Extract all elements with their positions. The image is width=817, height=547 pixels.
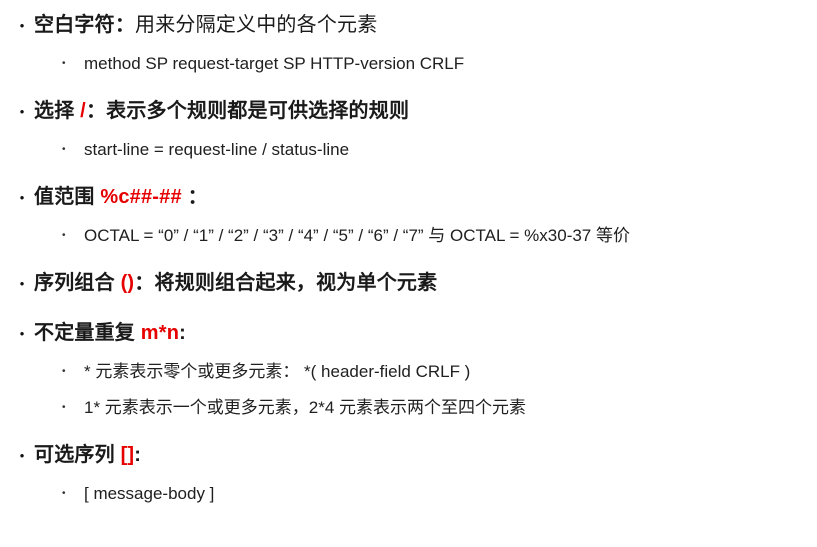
- item-title-row: • 不定量重复 m*n:: [10, 318, 811, 349]
- sub-text: method SP request-target SP HTTP-version…: [84, 54, 465, 73]
- term-label: 选择: [34, 100, 81, 122]
- sub-text: [ message-body ]: [84, 484, 215, 503]
- item-title: 空白字符：用来分隔定义中的各个元素: [34, 10, 377, 41]
- colon-text: ：: [181, 186, 208, 208]
- bullet-icon: •: [62, 366, 66, 377]
- bullet-icon: •: [62, 144, 66, 155]
- item-title: 可选序列 []:: [34, 440, 141, 471]
- bullet-icon: •: [62, 230, 66, 241]
- item-optional-sequence: • 可选序列 []: • [ message-body ]: [10, 440, 811, 507]
- sub-text: 1* 元素表示一个或更多元素，2*4 元素表示两个至四个元素: [84, 398, 527, 417]
- item-title: 选择 /：表示多个规则都是可供选择的规则: [34, 96, 409, 127]
- item-sequence-group: • 序列组合 ()：将规则组合起来，视为单个元素: [10, 268, 811, 299]
- colon-text: :: [134, 444, 142, 466]
- sub-list-item: • method SP request-target SP HTTP-versi…: [10, 50, 811, 77]
- term-label: 序列组合: [34, 272, 121, 294]
- syntax-symbol: %c##-##: [100, 186, 182, 208]
- bullet-icon: •: [19, 190, 25, 205]
- sub-list-item: • 1* 元素表示一个或更多元素，2*4 元素表示两个至四个元素: [10, 394, 811, 421]
- item-repetition: • 不定量重复 m*n: • * 元素表示零个或更多元素： *( header-…: [10, 318, 811, 421]
- bullet-icon: •: [62, 58, 66, 69]
- item-alternatives: • 选择 /：表示多个规则都是可供选择的规则 • start-line = re…: [10, 96, 811, 163]
- term-label: 空白字符: [34, 14, 115, 36]
- item-title-row: • 值范围 %c##-## ：: [10, 182, 811, 213]
- sub-text: start-line = request-line / status-line: [84, 140, 350, 159]
- syntax-symbol: /: [80, 100, 86, 122]
- bullet-icon: •: [62, 488, 66, 499]
- item-title: 值范围 %c##-## ：: [34, 182, 208, 213]
- term-desc: 表示多个规则都是可供选择的规则: [106, 100, 410, 122]
- colon-text: :: [179, 322, 187, 344]
- colon-text: ：: [114, 14, 136, 36]
- item-title-row: • 空白字符：用来分隔定义中的各个元素: [10, 10, 811, 41]
- colon-text: ：: [85, 100, 107, 122]
- bullet-list: • 空白字符：用来分隔定义中的各个元素 • method SP request-…: [10, 10, 811, 507]
- item-title-row: • 可选序列 []:: [10, 440, 811, 471]
- bullet-icon: •: [19, 448, 25, 463]
- item-title-row: • 序列组合 ()：将规则组合起来，视为单个元素: [10, 268, 811, 299]
- sub-list-item: • OCTAL = “0” / “1” / “2” / “3” / “4” / …: [10, 222, 811, 249]
- bullet-icon: •: [62, 402, 66, 413]
- item-value-range: • 值范围 %c##-## ： • OCTAL = “0” / “1” / “2…: [10, 182, 811, 249]
- syntax-symbol: []: [120, 444, 135, 466]
- term-label: 可选序列: [34, 444, 121, 466]
- sub-list-item: • [ message-body ]: [10, 480, 811, 507]
- item-title: 不定量重复 m*n:: [34, 318, 186, 349]
- bullet-icon: •: [19, 104, 25, 119]
- colon-text: ：: [134, 272, 155, 294]
- sub-list-item: • start-line = request-line / status-lin…: [10, 136, 811, 163]
- item-title-row: • 选择 /：表示多个规则都是可供选择的规则: [10, 96, 811, 127]
- item-whitespace: • 空白字符：用来分隔定义中的各个元素 • method SP request-…: [10, 10, 811, 77]
- term-desc: 用来分隔定义中的各个元素: [135, 14, 378, 36]
- bullet-icon: •: [19, 326, 25, 341]
- term-label: 不定量重复: [34, 322, 141, 344]
- syntax-symbol: m*n: [140, 322, 180, 344]
- bullet-icon: •: [19, 276, 25, 291]
- bullet-icon: •: [19, 18, 25, 33]
- term-label: 值范围: [34, 186, 101, 208]
- item-title: 序列组合 ()：将规则组合起来，视为单个元素: [34, 268, 437, 299]
- sub-text: * 元素表示零个或更多元素： *( header-field CRLF ): [84, 362, 471, 381]
- sub-text: OCTAL = “0” / “1” / “2” / “3” / “4” / “5…: [84, 226, 630, 245]
- term-desc: 将规则组合起来，视为单个元素: [154, 272, 438, 294]
- sub-list-item: • * 元素表示零个或更多元素： *( header-field CRLF ): [10, 358, 811, 385]
- syntax-symbol: (): [120, 272, 135, 294]
